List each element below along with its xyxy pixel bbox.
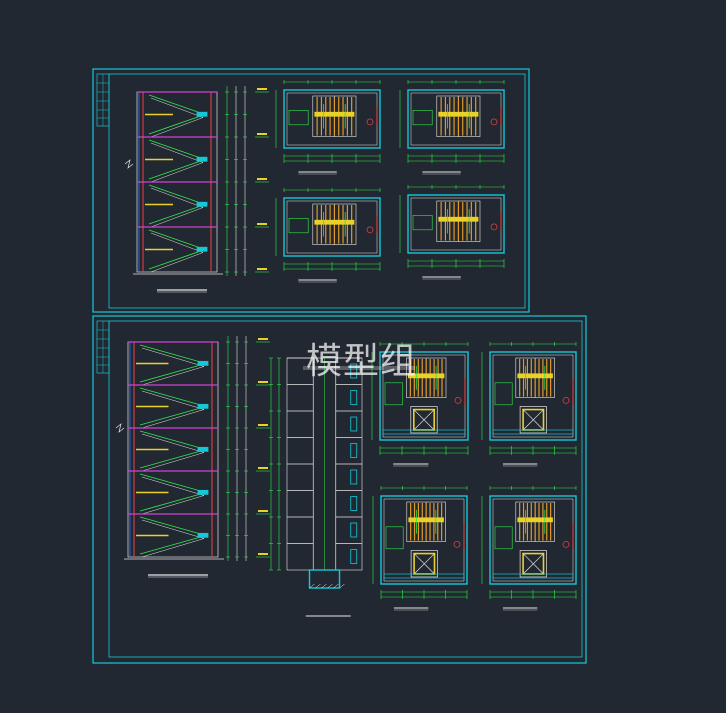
stair-plan-4 (399, 185, 505, 280)
stair-elevator-plan-2 (481, 342, 577, 467)
sheet-1-outer-frame (92, 68, 530, 313)
stair-plan-1 (275, 80, 381, 175)
stair-plan-3 (275, 188, 381, 283)
stair-plan-2 (399, 80, 505, 175)
elevator-shaft-section (269, 357, 363, 617)
sheet-2-inner-frame (108, 320, 583, 658)
stair-section-1 (124, 86, 269, 293)
stair-elevator-plan-3 (372, 486, 468, 611)
sheet-1-inner-frame (108, 73, 526, 309)
sheet-2 (92, 315, 587, 664)
stair-elevator-plan-1 (371, 342, 469, 467)
stair-elevator-plan-4 (481, 486, 577, 611)
sheet-1 (92, 68, 530, 313)
sheet-2-title-block (96, 320, 110, 374)
sheet-2-outer-frame (92, 315, 587, 664)
sheet-1-title-block (96, 73, 110, 127)
stair-section-2 (115, 336, 270, 578)
